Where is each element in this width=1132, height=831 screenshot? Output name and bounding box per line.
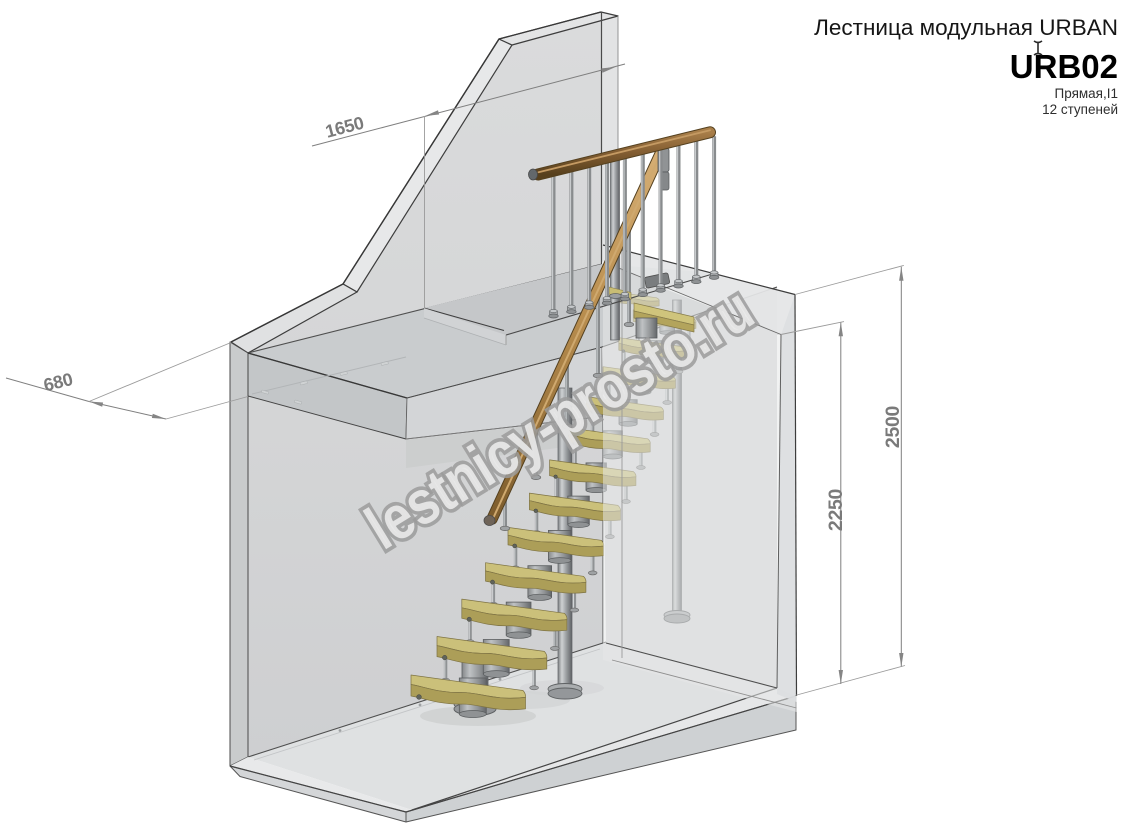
svg-text:Прямая,I1: Прямая,I1 <box>1055 86 1118 101</box>
svg-text:1650: 1650 <box>323 113 366 142</box>
svg-text:Лестница модульная URBAN: Лестница модульная URBAN <box>814 15 1118 40</box>
svg-text:680: 680 <box>41 369 74 396</box>
svg-text:2500: 2500 <box>882 405 904 448</box>
svg-text:2250: 2250 <box>825 488 847 531</box>
svg-text:12 ступеней: 12 ступеней <box>1042 102 1118 117</box>
svg-text:URB02: URB02 <box>1010 48 1118 85</box>
